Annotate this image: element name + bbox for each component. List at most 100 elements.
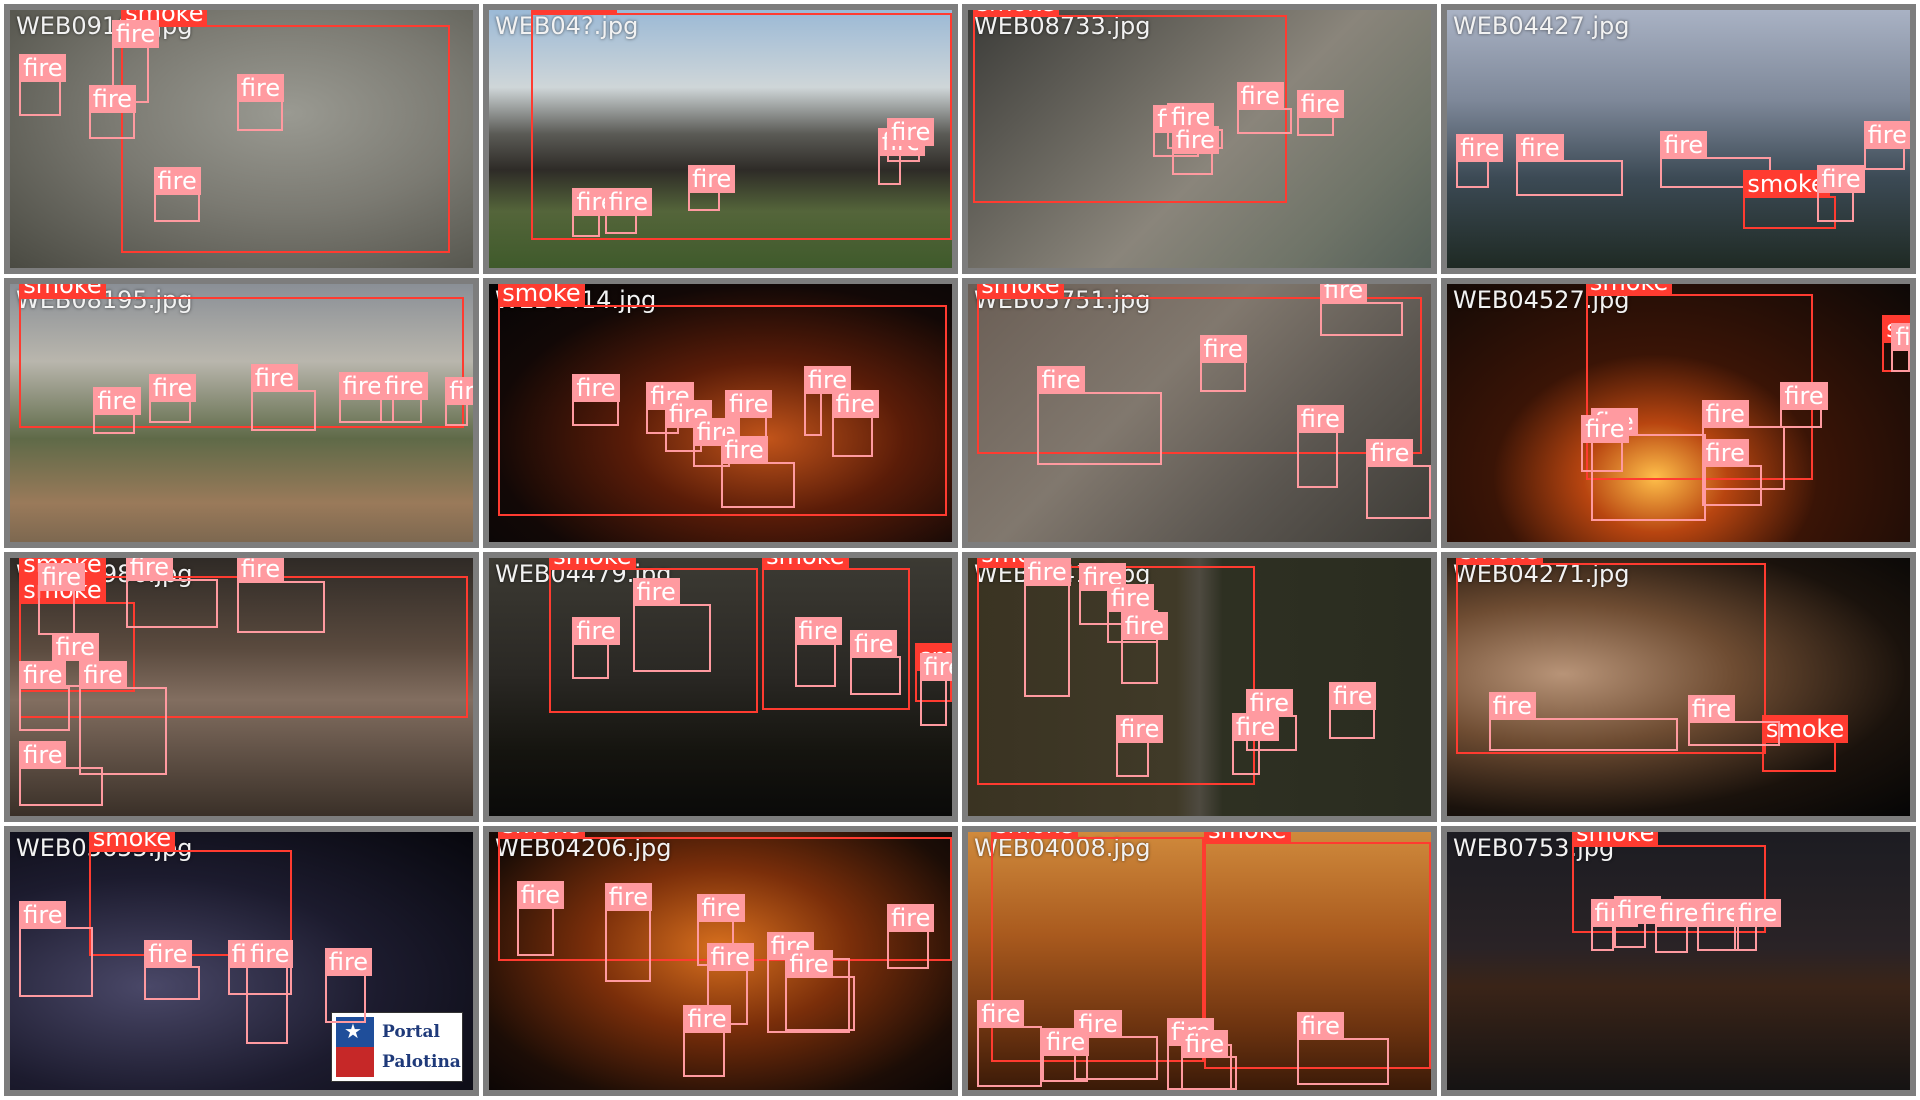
detection-label: fire (79, 661, 127, 689)
detection-label: fire (1659, 131, 1708, 160)
fire-detection-box: fire (683, 1004, 731, 1078)
fire-detection-box: fire (794, 617, 842, 687)
fire-detection-box: fire (604, 883, 652, 982)
detection-label: fire (1296, 89, 1344, 118)
detection-label: fire (850, 630, 898, 659)
detection-image-tile: WEB04479.jpgsmokesmokesmokefirefirefiref… (483, 552, 958, 822)
detection-label: fire (887, 904, 935, 933)
watermark-line-1: Portal (382, 1022, 440, 1042)
fire-detection-box: fire (688, 164, 736, 212)
detection-label: fire (831, 389, 879, 418)
detection-label: fire (1171, 125, 1219, 154)
detection-label: fire (725, 389, 773, 418)
fire-detection-box: fire (445, 376, 473, 426)
detection-image-tile: WEB04527.jpgsmokesmofirefirefirefirefire… (1441, 278, 1916, 548)
smoke-detection-box: smoke (498, 284, 948, 517)
smoke-detection-box: smoke (1456, 558, 1767, 755)
detection-label: fire (250, 363, 298, 392)
detection-label: smoke (1572, 832, 1659, 847)
fire-detection-box: fire (1319, 284, 1404, 336)
detection-label: fire (125, 558, 173, 581)
detection-label: fire (19, 740, 67, 769)
detection-label: fire (794, 617, 842, 646)
detection-label: fire (324, 947, 373, 976)
detection-label: fire (1236, 82, 1284, 111)
fire-detection-box: fire (236, 558, 325, 633)
detection-label: fire (236, 558, 285, 584)
fire-detection-box: fire (1296, 405, 1344, 488)
fire-detection-box: fire (697, 893, 745, 967)
detection-label: fire (516, 880, 564, 909)
fire-detection-box: fire (250, 363, 316, 432)
fire-detection-box: fire (144, 940, 200, 1000)
fire-detection-box: fire (850, 630, 902, 695)
fire-detection-box: fire (1199, 335, 1247, 393)
fire-detection-box: fire (338, 371, 395, 424)
fire-detection-box: fire (236, 74, 285, 132)
fire-detection-box: fire (1701, 438, 1762, 506)
detection-label: fire (236, 74, 285, 103)
fire-detection-box: fire (977, 999, 1043, 1088)
image-filename: WEB04427.jpg (1453, 12, 1630, 40)
detection-label: fire (1106, 583, 1155, 612)
detection-label: fire (1780, 381, 1828, 410)
fire-detection-box: fire (887, 904, 935, 969)
detection-label: smoke (498, 832, 585, 840)
fire-detection-box: fire (1120, 611, 1169, 685)
fire-detection-box: fire (1180, 1030, 1237, 1090)
detection-label: fire (153, 167, 201, 196)
detection-label: smoke (977, 284, 1064, 299)
detection-label: smoke (762, 558, 849, 571)
detection-label: fire (1180, 1030, 1229, 1059)
detection-label: fire (88, 84, 136, 113)
detection-label: fire (1488, 691, 1536, 720)
fire-detection-box: fire (831, 389, 879, 457)
detection-label: fire (144, 940, 192, 969)
detection-label: fire (697, 893, 745, 922)
detection-label: fire (1199, 335, 1247, 364)
detection-label: fire (1023, 558, 1071, 586)
detection-label: fire (977, 999, 1025, 1028)
fire-detection-box: fire (785, 950, 855, 1031)
fire-detection-box: fire (1079, 562, 1144, 626)
fire-detection-box: fire (1366, 438, 1431, 519)
detection-label: fire (887, 118, 935, 147)
fire-detection-box: fire (1581, 415, 1629, 473)
fire-detection-box: fire (572, 374, 620, 426)
detection-label: fire (37, 562, 85, 591)
detection-label: fire (1891, 322, 1910, 351)
detection-label: smoke (991, 832, 1078, 840)
fire-detection-box: fire (153, 167, 201, 222)
detection-label: fire (1817, 164, 1865, 193)
fire-detection-box: fire (1106, 583, 1158, 644)
detection-image-tile: WEB04206.jpgsmokefirefirefirefirefirefir… (483, 826, 958, 1096)
fire-detection-box: fire (1780, 381, 1828, 429)
detection-label: smoke (530, 10, 618, 15)
watermark-line-2: Palotina (382, 1052, 461, 1072)
fire-detection-box: fire (516, 880, 564, 956)
fire-detection-box: fire (572, 617, 620, 680)
detection-label: fire (919, 653, 952, 682)
fire-detection-box: fire (1023, 558, 1071, 698)
detection-label: fire (246, 940, 294, 969)
fire-detection-box: fire (1590, 898, 1638, 951)
smoke-detection-box: smoke (762, 558, 911, 711)
fire-detection-box: fire (111, 20, 160, 103)
detection-label: fire (604, 187, 652, 216)
fire-detection-box: fire (79, 661, 168, 775)
detection-label: fire (1296, 405, 1344, 434)
fire-detection-box: fire (1697, 898, 1745, 951)
fire-detection-box: fire (148, 374, 197, 424)
detection-label: fire (1319, 284, 1368, 305)
detection-label: fire (51, 632, 99, 661)
detection-image-tile: WEB03655.jpgsmokefirefirefirefirefirePor… (4, 826, 479, 1096)
